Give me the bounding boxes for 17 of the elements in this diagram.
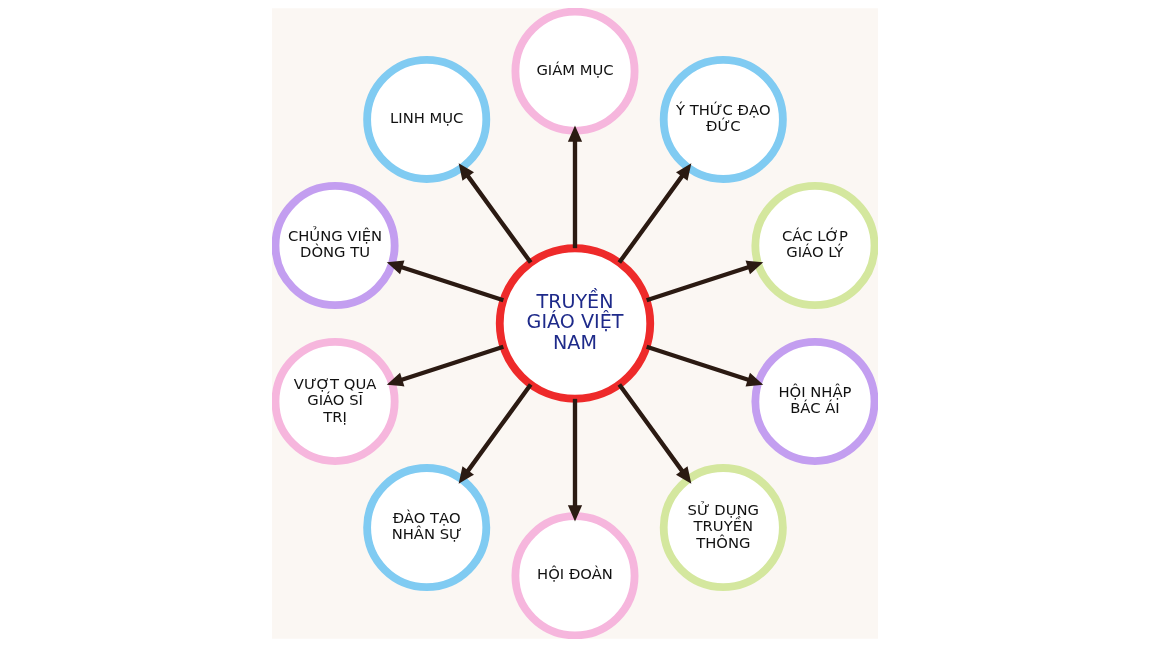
arrow xyxy=(567,398,583,522)
arrow xyxy=(646,344,764,387)
arrow xyxy=(617,383,692,484)
node-circle: GIÁM MỤC xyxy=(511,8,639,135)
arrow xyxy=(646,260,764,303)
node-circle: CÁC LỚP GIÁO LÝ xyxy=(751,182,878,310)
arrow xyxy=(617,163,692,264)
arrow xyxy=(458,163,533,264)
node-circle: CHỦNG VIỆN DÒNG TU xyxy=(272,182,399,310)
node-circle: TRUYỀN GIÁO VIỆT NAM xyxy=(495,244,655,403)
arrow xyxy=(567,125,583,249)
arrow xyxy=(458,383,533,484)
node-circle: HỘI NHẬP BÁC ÁI xyxy=(751,337,878,465)
node-circle: HỘI ĐOÀN xyxy=(511,512,639,639)
node-circle: VƯỢT QUA GIÁO SĨ TRỊ xyxy=(272,337,399,465)
arrow xyxy=(386,344,504,387)
arrow xyxy=(386,260,504,303)
